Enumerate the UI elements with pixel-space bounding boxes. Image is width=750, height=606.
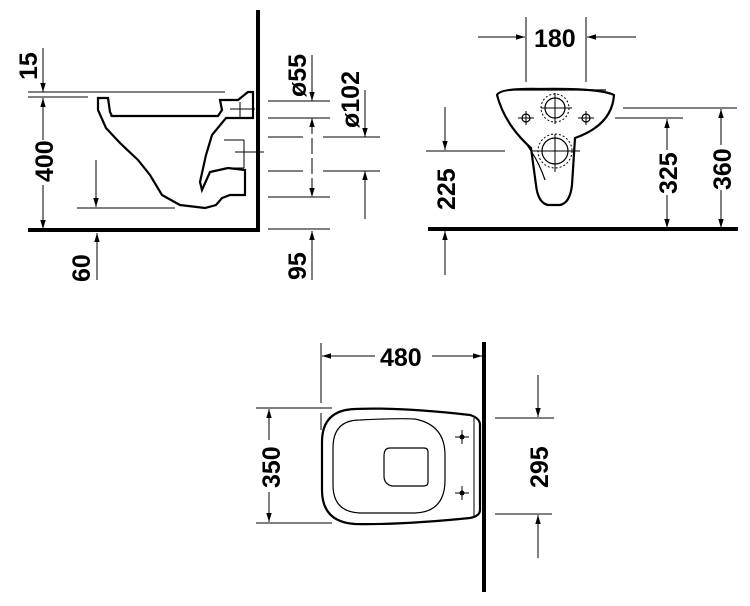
dim-fixing-span: 295 xyxy=(526,446,554,488)
side-view: 15 400 60 ø55 ø102 95 xyxy=(15,10,380,282)
toilet-side-profile xyxy=(96,90,264,210)
dim-fixing-height: 325 xyxy=(655,152,683,194)
dim-fixing-spacing: 180 xyxy=(534,25,576,53)
dim-rim-height: 400 xyxy=(31,140,59,182)
dim-seat-offset: 15 xyxy=(15,52,43,80)
top-view: 480 350 295 xyxy=(256,342,554,592)
toilet-front-profile xyxy=(495,87,616,207)
dim-inlet-diameter: ø55 xyxy=(284,54,312,97)
dim-outlet-diameter: ø102 xyxy=(337,71,365,128)
dim-outlet-height: 95 xyxy=(284,252,312,280)
dim-projection: 480 xyxy=(380,344,422,372)
dim-width: 350 xyxy=(258,446,286,488)
dim-floor-offset: 60 xyxy=(68,254,96,282)
dim-outlet-center-height: 225 xyxy=(433,168,461,210)
toilet-top-profile xyxy=(320,407,482,526)
front-view: 180 225 325 360 xyxy=(426,17,738,275)
dim-top-height: 360 xyxy=(709,148,737,190)
